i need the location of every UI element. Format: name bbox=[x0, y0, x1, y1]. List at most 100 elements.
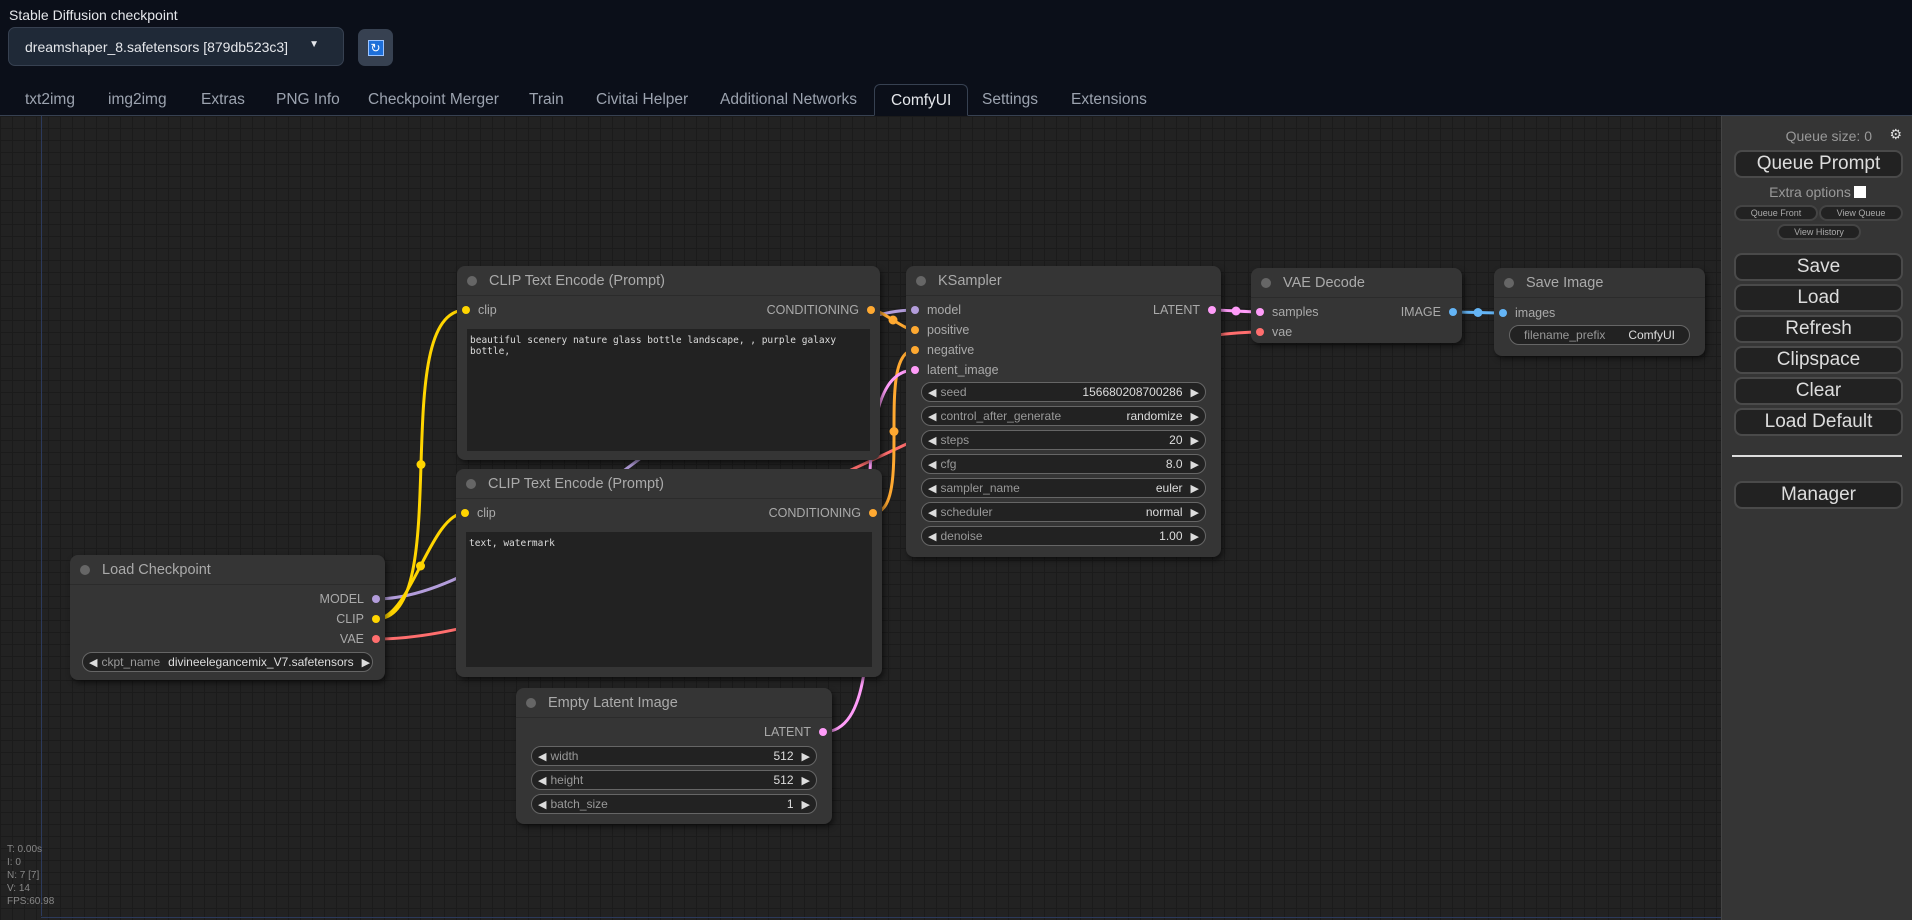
input-slot-vae[interactable]: vae bbox=[1256, 322, 1292, 342]
output-slot-clip[interactable]: CLIP bbox=[336, 609, 380, 629]
slot-dot-icon[interactable] bbox=[911, 306, 919, 314]
slot-dot-icon[interactable] bbox=[867, 306, 875, 314]
increment-arrow-icon[interactable]: ▶ bbox=[1190, 506, 1199, 519]
node-title-bar[interactable]: Load Checkpoint bbox=[70, 555, 385, 585]
increment-arrow-icon[interactable]: ▶ bbox=[1190, 482, 1199, 495]
tab-png-info[interactable]: PNG Info bbox=[276, 91, 340, 108]
queue-front-button[interactable]: Queue Front bbox=[1734, 205, 1818, 221]
increment-arrow-icon[interactable]: ▶ bbox=[1190, 458, 1199, 471]
collapse-dot-icon[interactable] bbox=[1504, 277, 1514, 288]
slot-dot-icon[interactable] bbox=[1449, 308, 1457, 316]
positive-prompt-textarea[interactable]: beautiful scenery nature glass bottle la… bbox=[467, 329, 870, 451]
clipspace-button[interactable]: Clipspace bbox=[1734, 346, 1903, 374]
increment-arrow-icon[interactable]: ▶ bbox=[801, 750, 810, 763]
tab-additional-networks[interactable]: Additional Networks bbox=[720, 91, 857, 108]
increment-arrow-icon[interactable]: ▶ bbox=[1190, 410, 1199, 423]
collapse-dot-icon[interactable] bbox=[467, 275, 477, 286]
slot-dot-icon[interactable] bbox=[372, 615, 380, 623]
filename-prefix-widget[interactable]: filename_prefix ComfyUI bbox=[1509, 325, 1690, 345]
node-save-image[interactable]: Save Image images filename_prefix ComfyU… bbox=[1494, 268, 1705, 356]
input-slot-samples[interactable]: samples bbox=[1256, 302, 1319, 322]
increment-arrow-icon[interactable]: ▶ bbox=[361, 656, 371, 669]
node-vae-decode[interactable]: VAE Decode samples IMAGE vae bbox=[1251, 268, 1462, 343]
slot-dot-icon[interactable] bbox=[869, 509, 877, 517]
slot-dot-icon[interactable] bbox=[911, 326, 919, 334]
slot-dot-icon[interactable] bbox=[1256, 308, 1264, 316]
node-load-checkpoint[interactable]: Load Checkpoint MODEL CLIP VAE ◀ckpt_nam… bbox=[70, 555, 385, 680]
gear-icon[interactable]: ⚙ bbox=[1889, 126, 1902, 142]
node-ksampler[interactable]: KSampler model LATENT positive negative … bbox=[906, 266, 1221, 557]
decrement-arrow-icon[interactable]: ◀ bbox=[538, 798, 547, 811]
decrement-arrow-icon[interactable]: ◀ bbox=[538, 750, 547, 763]
decrement-arrow-icon[interactable]: ◀ bbox=[928, 530, 937, 543]
save-button[interactable]: Save bbox=[1734, 253, 1903, 281]
queue-prompt-button[interactable]: Queue Prompt bbox=[1734, 150, 1903, 178]
negative-prompt-textarea[interactable]: text, watermark bbox=[466, 532, 872, 667]
node-clip-text-encode-negative[interactable]: CLIP Text Encode (Prompt) clip CONDITION… bbox=[456, 469, 882, 677]
input-slot-positive[interactable]: positive bbox=[911, 320, 969, 340]
manager-button[interactable]: Manager bbox=[1734, 481, 1903, 509]
node-clip-text-encode-positive[interactable]: CLIP Text Encode (Prompt) clip CONDITION… bbox=[457, 266, 880, 460]
view-history-button[interactable]: View History bbox=[1777, 224, 1861, 240]
decrement-arrow-icon[interactable]: ◀ bbox=[928, 506, 937, 519]
slot-dot-icon[interactable] bbox=[461, 509, 469, 517]
collapse-dot-icon[interactable] bbox=[1261, 277, 1271, 288]
extra-options-checkbox[interactable] bbox=[1853, 186, 1866, 198]
input-slot-latent-image[interactable]: latent_image bbox=[911, 360, 999, 380]
output-slot-conditioning[interactable]: CONDITIONING bbox=[769, 503, 877, 523]
tab-settings[interactable]: Settings bbox=[982, 91, 1039, 108]
tab-txt2img[interactable]: txt2img bbox=[25, 91, 75, 108]
node-title-bar[interactable]: KSampler bbox=[906, 266, 1221, 296]
output-slot-latent[interactable]: LATENT bbox=[1153, 300, 1216, 320]
collapse-dot-icon[interactable] bbox=[466, 478, 476, 489]
increment-arrow-icon[interactable]: ▶ bbox=[801, 798, 810, 811]
decrement-arrow-icon[interactable]: ◀ bbox=[89, 656, 98, 669]
input-slot-negative[interactable]: negative bbox=[911, 340, 974, 360]
increment-arrow-icon[interactable]: ▶ bbox=[1190, 530, 1199, 543]
output-slot-model[interactable]: MODEL bbox=[320, 589, 380, 609]
output-slot-vae[interactable]: VAE bbox=[340, 629, 380, 649]
slot-dot-icon[interactable] bbox=[372, 595, 380, 603]
input-slot-images[interactable]: images bbox=[1499, 303, 1555, 323]
decrement-arrow-icon[interactable]: ◀ bbox=[928, 386, 937, 399]
load-default-button[interactable]: Load Default bbox=[1734, 408, 1903, 436]
decrement-arrow-icon[interactable]: ◀ bbox=[538, 774, 547, 787]
node-title-bar[interactable]: CLIP Text Encode (Prompt) bbox=[457, 266, 880, 296]
output-slot-conditioning[interactable]: CONDITIONING bbox=[767, 300, 875, 320]
tab-comfyui[interactable]: ComfyUI bbox=[874, 84, 969, 116]
decrement-arrow-icon[interactable]: ◀ bbox=[928, 458, 937, 471]
tab-checkpoint-merger[interactable]: Checkpoint Merger bbox=[368, 91, 499, 108]
slot-dot-icon[interactable] bbox=[1256, 328, 1264, 336]
tab-extras[interactable]: Extras bbox=[201, 91, 245, 108]
slot-dot-icon[interactable] bbox=[372, 635, 380, 643]
slot-dot-icon[interactable] bbox=[462, 306, 470, 314]
refresh-button[interactable]: Refresh bbox=[1734, 315, 1903, 343]
input-slot-clip[interactable]: clip bbox=[462, 300, 497, 320]
node-title-bar[interactable]: Save Image bbox=[1494, 268, 1705, 298]
increment-arrow-icon[interactable]: ▶ bbox=[1190, 434, 1199, 447]
node-title-bar[interactable]: VAE Decode bbox=[1251, 268, 1462, 298]
clear-button[interactable]: Clear bbox=[1734, 377, 1903, 405]
collapse-dot-icon[interactable] bbox=[526, 697, 536, 708]
node-title-bar[interactable]: CLIP Text Encode (Prompt) bbox=[456, 469, 882, 499]
refresh-checkpoint-button[interactable]: ↻ bbox=[358, 29, 393, 66]
slot-dot-icon[interactable] bbox=[911, 366, 919, 374]
tab-civitai-helper[interactable]: Civitai Helper bbox=[596, 91, 689, 108]
decrement-arrow-icon[interactable]: ◀ bbox=[928, 410, 937, 423]
load-button[interactable]: Load bbox=[1734, 284, 1903, 312]
slot-dot-icon[interactable] bbox=[819, 728, 827, 736]
input-slot-model[interactable]: model bbox=[911, 300, 961, 320]
decrement-arrow-icon[interactable]: ◀ bbox=[928, 482, 937, 495]
decrement-arrow-icon[interactable]: ◀ bbox=[928, 434, 937, 447]
output-slot-image[interactable]: IMAGE bbox=[1401, 302, 1457, 322]
increment-arrow-icon[interactable]: ▶ bbox=[801, 774, 810, 787]
checkpoint-dropdown[interactable]: dreamshaper_8.safetensors [879db523c3] ▼ bbox=[8, 27, 344, 66]
